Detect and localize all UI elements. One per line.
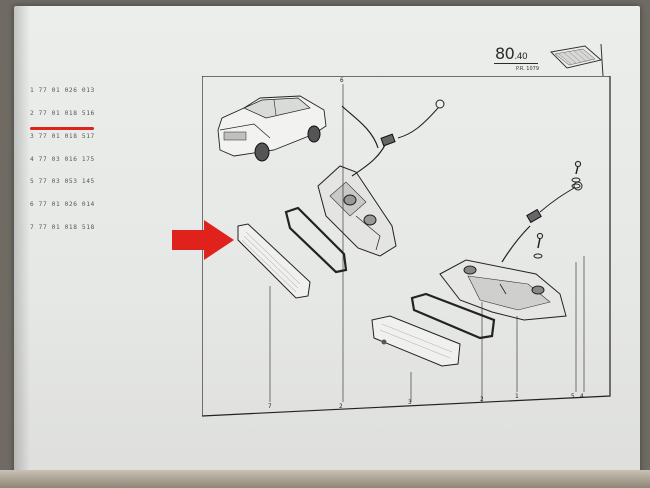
diagram-frame: [202, 76, 611, 417]
parts-row-highlighted: 7 77 01 018 518: [30, 223, 95, 231]
callout-label: 2: [339, 403, 343, 410]
rear-lens-lower: [371, 315, 461, 367]
red-underline-marker: [30, 127, 94, 130]
lens-gasket-lower: [410, 292, 496, 340]
leader-lines: [269, 84, 585, 402]
side-lens-highlighted: [237, 223, 311, 299]
red-arrow-icon: [172, 220, 234, 260]
exploded-parts-diagram: [202, 76, 611, 417]
parts-row: 2 77 01 018 516: [30, 109, 95, 117]
page-binding-shadow: [14, 6, 30, 478]
callout-label: 1: [515, 393, 519, 400]
parts-number-list: 1 77 01 026 013 2 77 01 018 516 3 77 01 …: [30, 72, 95, 239]
car-illustration-icon: [217, 95, 327, 162]
parts-row: 6 77 01 026 014: [30, 201, 95, 209]
callout-label: 5: [571, 393, 575, 400]
table-surface: [0, 470, 650, 488]
rear-lamp-housing-upper: [317, 165, 397, 257]
page-reference: P.R. 1079: [516, 66, 540, 72]
parts-row: 5 77 03 053 145: [30, 178, 95, 186]
lamp-thumbnail-icon: [549, 43, 604, 77]
lower-wire: [501, 225, 531, 263]
upper-wire-connector: [341, 105, 379, 149]
lens-gasket-upper: [284, 206, 348, 274]
callout-label: 7: [268, 403, 272, 410]
page-number-rule: [494, 63, 538, 64]
rear-lamp-housing-lower: [439, 259, 567, 321]
callout-label: 3: [408, 399, 412, 406]
parts-row: 1 77 01 026 013: [30, 87, 95, 95]
page-number: 80.40: [495, 44, 528, 63]
parts-row: 3 77 01 018 517: [30, 132, 95, 140]
callout-label: 2: [480, 396, 484, 403]
callout-label: 4: [580, 393, 584, 400]
screw-washer-set: [533, 160, 582, 259]
parts-row: 4 77 03 016 175: [30, 155, 95, 163]
callout-top: 6: [340, 77, 344, 84]
